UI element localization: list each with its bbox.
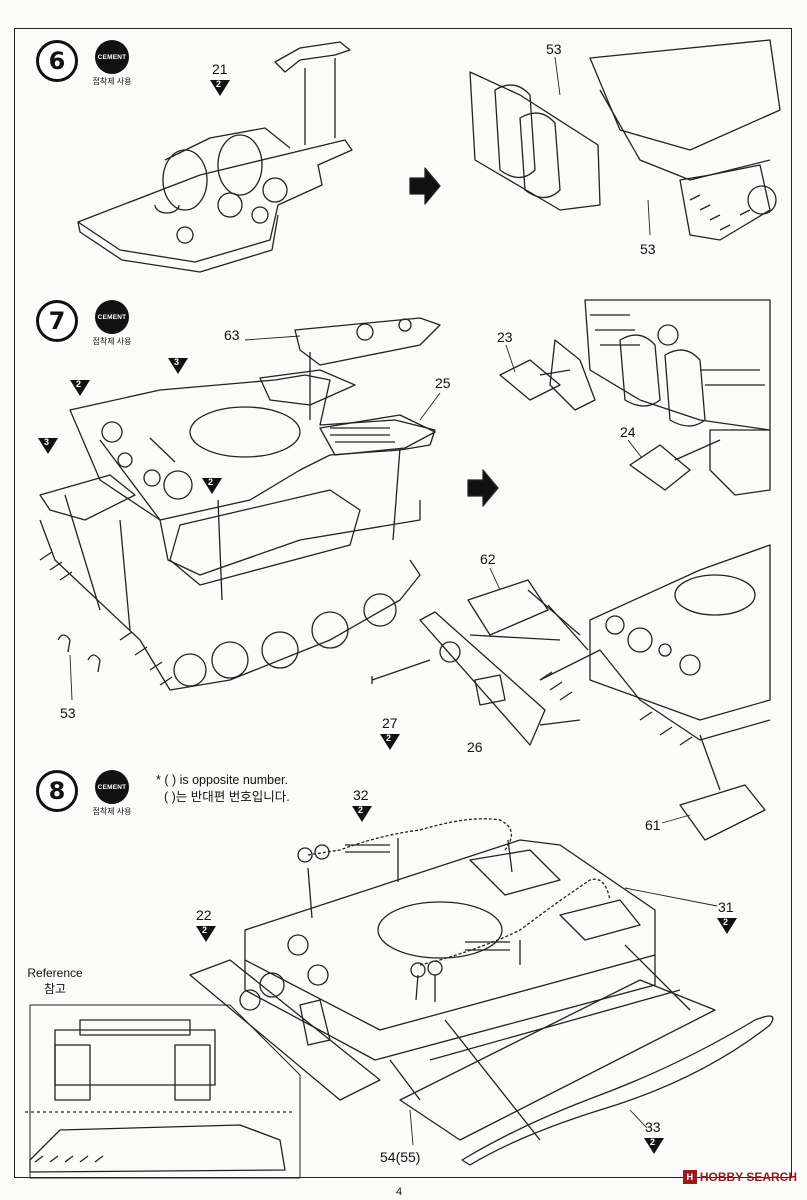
sprue-number: 2 — [386, 733, 392, 743]
step7-rearplate-drawing — [371, 544, 771, 841]
cement-label: 접착제 사용 — [92, 807, 132, 816]
cement-indicator: CEMENT 접착제 사용 — [84, 300, 140, 347]
step-number: 6 — [36, 40, 78, 82]
opposite-number-note: * ( ) is opposite number. ( )는 반대편 번호입니다… — [156, 772, 290, 806]
part-label-63: 63 — [224, 327, 240, 343]
cement-label: 접착제 사용 — [92, 77, 132, 86]
sprue-number: 2 — [358, 805, 364, 815]
part-label-26: 26 — [467, 739, 483, 755]
cement-label: 접착제 사용 — [92, 337, 132, 346]
cement-indicator: CEMENT 접착제 사용 — [84, 40, 140, 87]
sprue-number: 3 — [174, 357, 180, 367]
step-7-header: 7 CEMENT 접착제 사용 — [36, 300, 140, 347]
part-label-33: 33 — [645, 1119, 661, 1135]
hobbysearch-logo-icon: H — [682, 1170, 697, 1184]
step6-hull-drawing — [469, 39, 781, 241]
part-label-62: 62 — [480, 551, 496, 567]
step7-hull-drawing — [39, 317, 441, 691]
cement-icon: CEMENT — [95, 40, 129, 74]
part-label-25: 25 — [435, 375, 451, 391]
part-label-27: 27 — [382, 715, 398, 731]
watermark: H HOBBY SEARCH — [682, 1170, 797, 1184]
step-number: 7 — [36, 300, 78, 342]
sprue-number: 2 — [76, 379, 82, 389]
step-8-header: 8 CEMENT 접착제 사용 — [36, 770, 140, 817]
sprue-number: 2 — [216, 79, 222, 89]
step-number: 8 — [36, 770, 78, 812]
part-label-23: 23 — [497, 329, 513, 345]
reference-korean: 참고 — [43, 982, 67, 996]
note-korean: ( )는 반대편 번호입니다. — [164, 789, 290, 804]
part-label-24: 24 — [620, 424, 636, 440]
sprue-number: 2 — [650, 1137, 656, 1147]
cement-icon: CEMENT — [95, 300, 129, 334]
sprue-number: 2 — [723, 917, 729, 927]
step-6-header: 6 CEMENT 접착제 사용 — [36, 40, 140, 87]
part-label-22: 22 — [196, 907, 212, 923]
part-label-31: 31 — [718, 899, 734, 915]
part-label-61: 61 — [645, 817, 661, 833]
page-frame — [14, 28, 792, 1178]
part-label-53: 53 — [640, 241, 656, 257]
reference-drawing — [25, 1004, 301, 1179]
sprue-number: 2 — [202, 925, 208, 935]
part-label-21: 21 — [212, 61, 228, 77]
cement-icon: CEMENT — [95, 770, 129, 804]
part-label-53: 53 — [60, 705, 76, 721]
part-label-53: 53 — [546, 41, 562, 57]
part-label-54-55: 54(55) — [380, 1149, 421, 1165]
note-english: * ( ) is opposite number. — [156, 773, 289, 787]
part-label-32: 32 — [353, 787, 369, 803]
sprue-number: 3 — [44, 437, 50, 447]
reference-label: Reference 참고 — [20, 966, 90, 997]
watermark-text: HOBBY SEARCH — [699, 1170, 797, 1184]
reference-english: Reference — [27, 966, 83, 980]
step7-rear-drawing — [499, 299, 771, 496]
cement-indicator: CEMENT 접착제 사용 — [84, 770, 140, 817]
page-number: 4 — [396, 1186, 403, 1198]
sprue-number: 2 — [208, 477, 214, 487]
step8-hull-drawing — [189, 818, 774, 1166]
step6-rear-plate-drawing — [77, 41, 353, 273]
